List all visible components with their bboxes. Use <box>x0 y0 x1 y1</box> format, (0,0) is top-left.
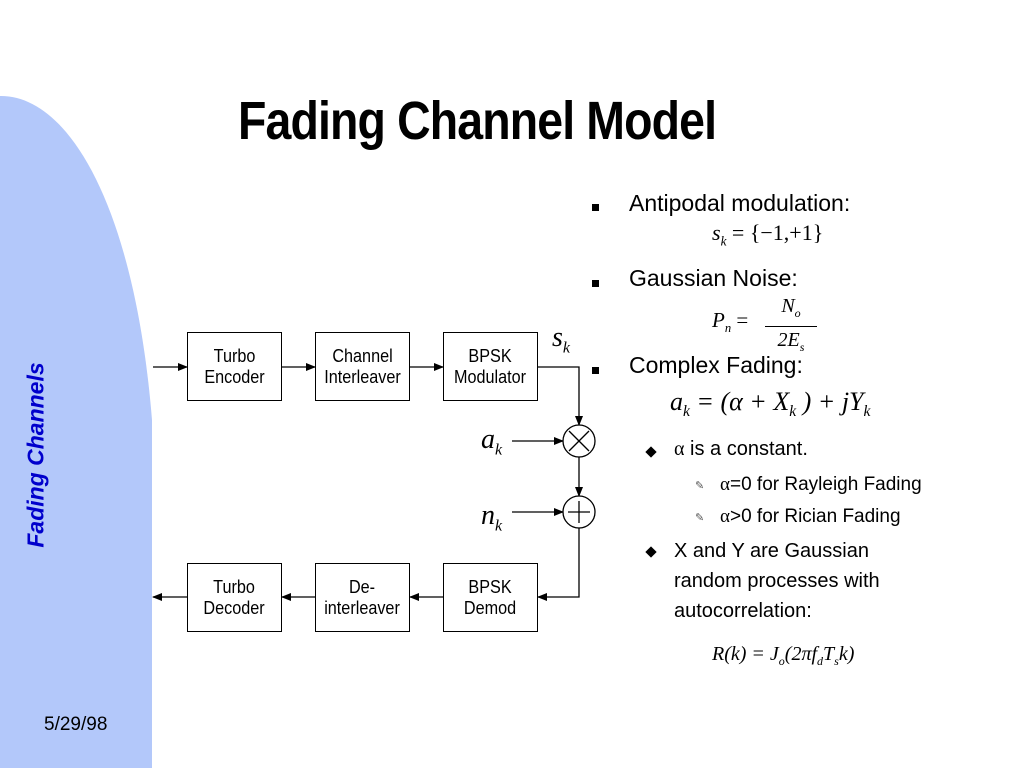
adder-to-demod <box>537 528 580 601</box>
equation-sk: sk = {−1,+1} <box>712 220 824 249</box>
alpha-constant-text: α is a constant. <box>674 438 808 460</box>
signal-label-sk: sk <box>552 322 571 357</box>
signal-label-ak: ak <box>481 424 503 459</box>
bullet-antipodal: Antipodal modulation: <box>629 190 851 216</box>
equation-pn-fraction: No 2Es <box>765 293 817 360</box>
bpsk-modulator-block: BPSK Modulator <box>443 332 538 401</box>
xy-text-line2: random processes with <box>674 570 880 592</box>
bullet-marker <box>592 280 599 287</box>
bullet-fading: Complex Fading: <box>629 352 803 378</box>
bullet-marker <box>592 204 599 211</box>
rayleigh-text: α=0 for Rayleigh Fading <box>720 474 922 495</box>
rician-text: α>0 for Rician Fading <box>720 506 901 527</box>
turbo-decoder-block: Turbo Decoder <box>187 563 282 632</box>
bpsk-demod-block: BPSK Demod <box>443 563 538 632</box>
xy-text-line1: X and Y are Gaussian <box>674 540 869 562</box>
bullet-marker <box>592 367 599 374</box>
channel-interleaver-block: Channel Interleaver <box>315 332 410 401</box>
xy-text-line3: autocorrelation: <box>674 600 812 622</box>
slide-title: Fading Channel Model <box>238 91 717 151</box>
slide-date: 5/29/98 <box>44 714 108 735</box>
deinterleaver-block: De- interleaver <box>315 563 410 632</box>
equation-pn-lhs: Pn = <box>712 308 749 336</box>
pen-bullet-icon: ✎ <box>695 480 705 492</box>
equation-ak: ak = (α + Xk ) + jYk <box>670 387 871 421</box>
modulator-to-multiplier <box>538 366 583 426</box>
turbo-encoder-block: Turbo Encoder <box>187 332 282 401</box>
signal-label-nk: nk <box>481 500 503 535</box>
pen-bullet-icon: ✎ <box>695 512 705 524</box>
bullet-noise: Gaussian Noise: <box>629 265 798 291</box>
equation-rk: R(k) = Jo(2πfdTsk) <box>712 643 855 668</box>
